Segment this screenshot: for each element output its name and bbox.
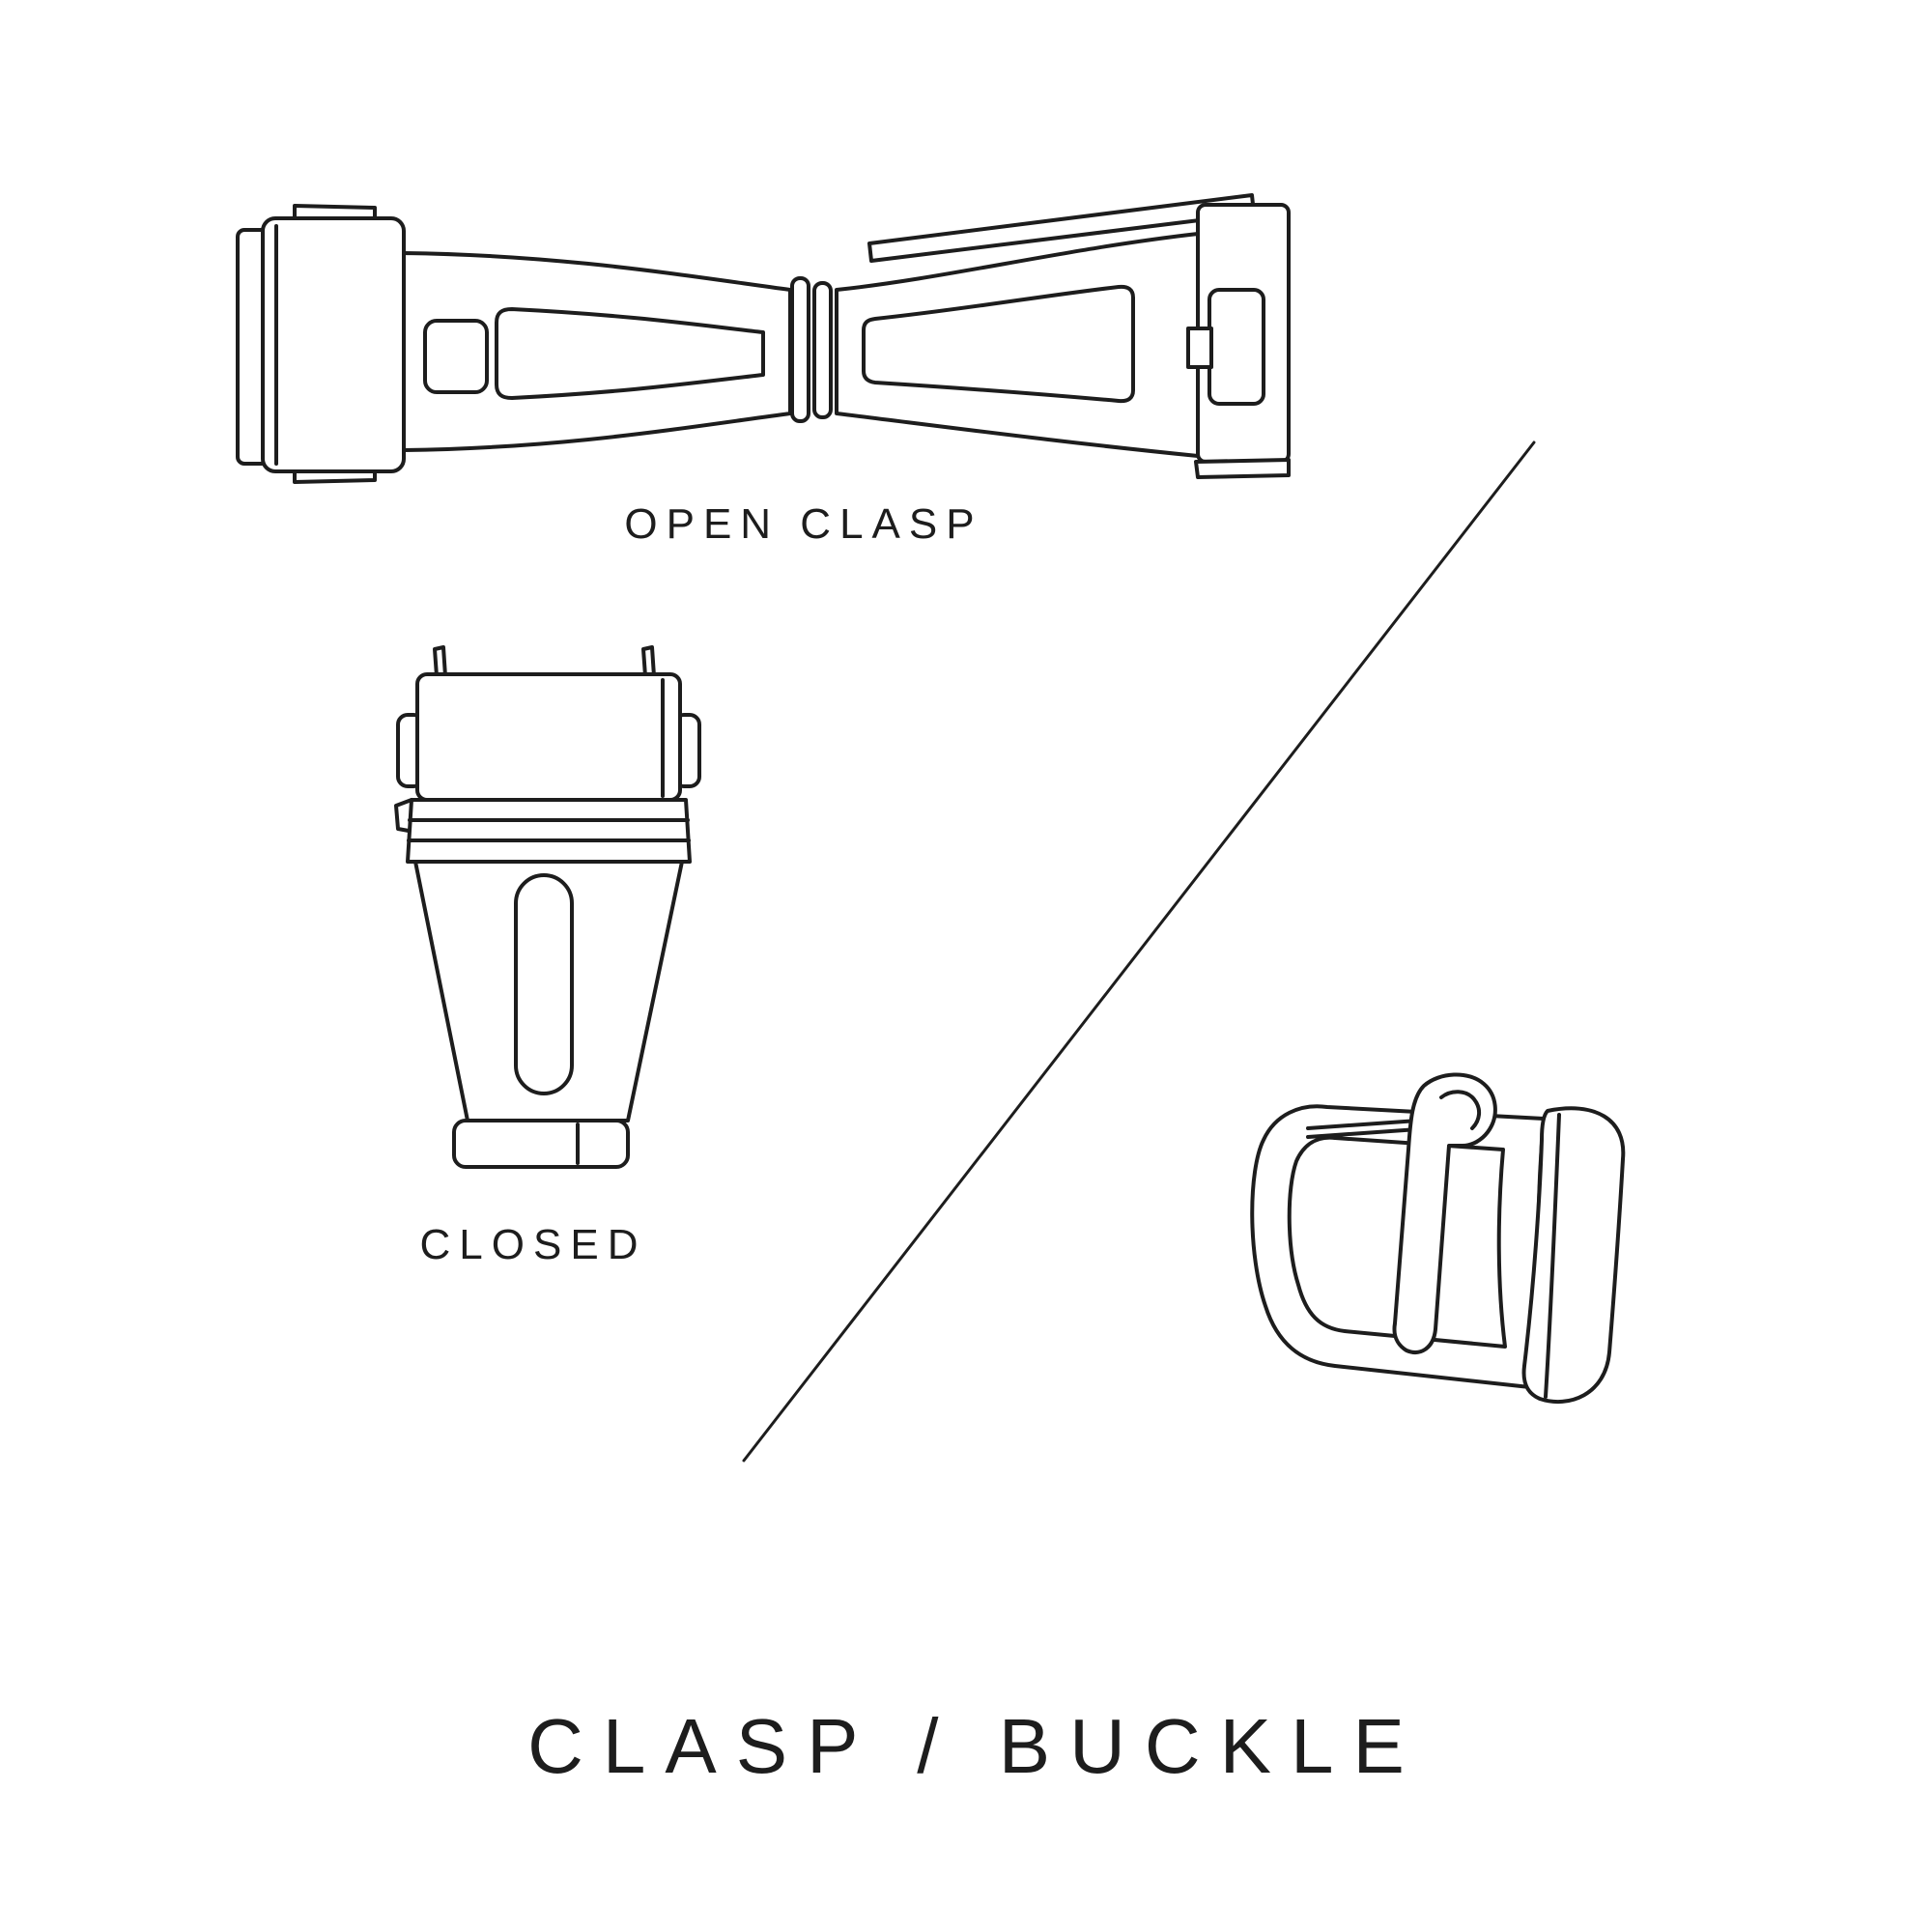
open-clasp-bottom-strip — [1194, 458, 1291, 479]
closed-clasp-slot — [514, 873, 574, 1095]
buckle-spring-bar — [1306, 1119, 1420, 1130]
open-clasp-right-panel — [862, 284, 1135, 404]
buckle-prong — [1392, 1072, 1497, 1354]
open-clasp-right-arm — [835, 232, 1200, 458]
closed-clasp-prong — [641, 645, 656, 678]
open-clasp-hinge — [812, 281, 833, 419]
page-title: CLASP / BUCKLE — [527, 1703, 1424, 1789]
closed-clasp-prong — [433, 645, 447, 678]
pin-buckle-illustration — [1250, 1072, 1626, 1405]
open-clasp-end-box — [261, 216, 406, 473]
open-clasp-left-panel — [495, 307, 765, 400]
closed-clasp-band — [406, 798, 692, 864]
open-clasp-button-cutout — [423, 319, 489, 394]
closed-clasp-bottom-bar — [452, 1119, 630, 1169]
open-clasp-right-notch — [1186, 327, 1213, 369]
closed-clasp-label: CLOSED — [419, 1221, 647, 1268]
open-clasp-right-cutout — [1208, 288, 1265, 406]
closed-clasp-illustration — [394, 645, 701, 1169]
open-clasp-illustration — [236, 193, 1291, 484]
diagonal-divider — [742, 440, 1536, 1463]
open-clasp-hinge — [790, 276, 810, 423]
closed-clasp-top-box — [415, 672, 682, 802]
open-clasp-label: OPEN CLASP — [624, 500, 983, 548]
